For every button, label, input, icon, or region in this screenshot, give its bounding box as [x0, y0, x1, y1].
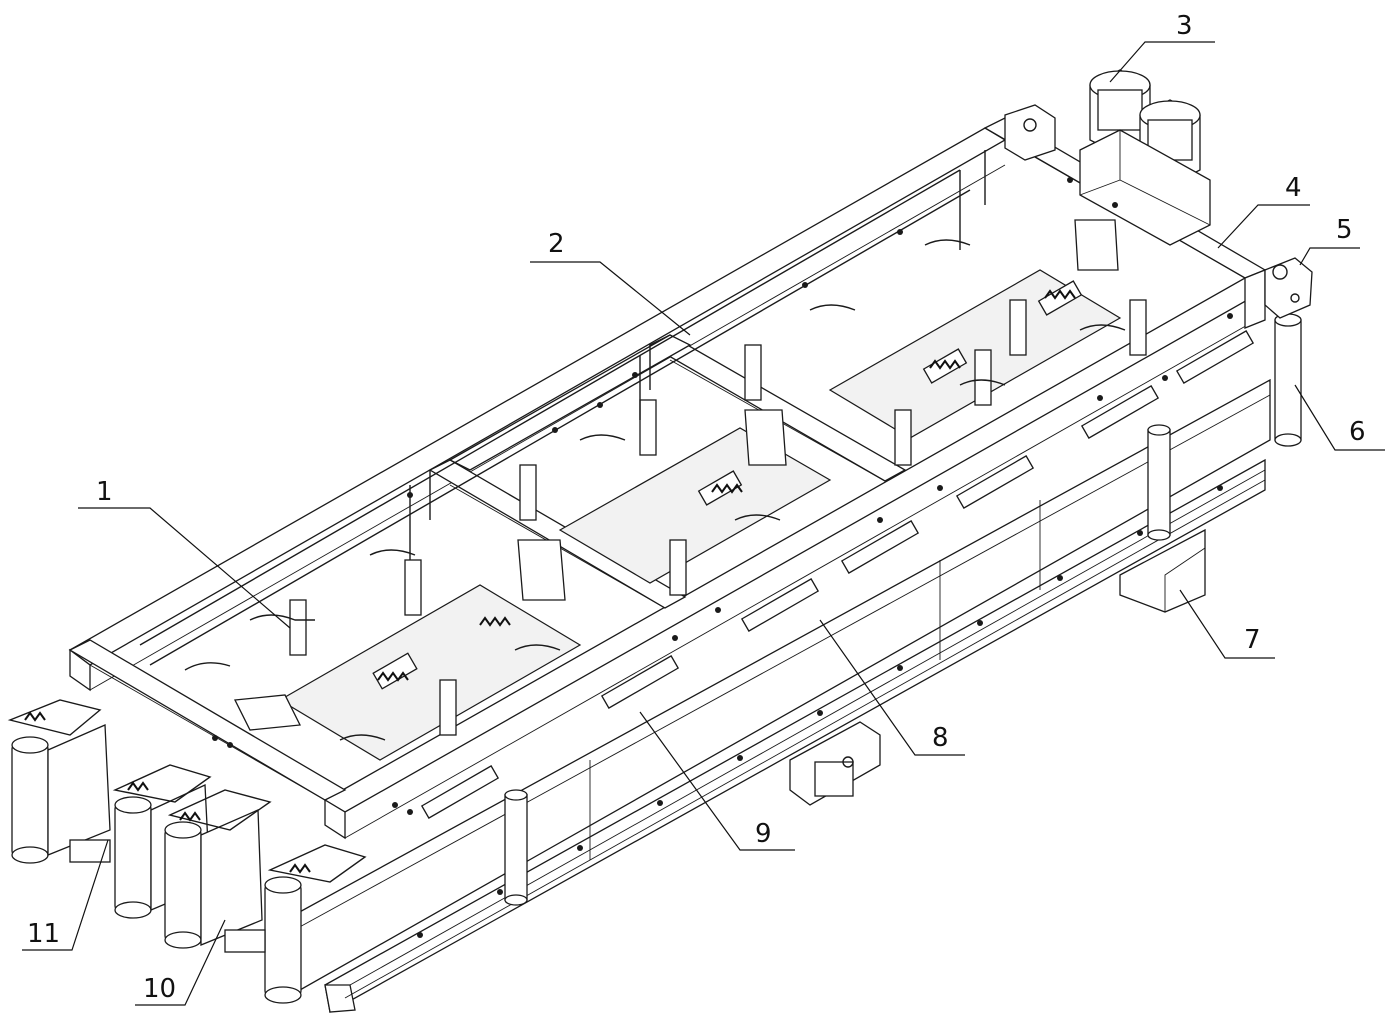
cross-beams: [428, 334, 907, 609]
callout-6: 6: [1349, 417, 1366, 447]
far-corner-blocks: [1004, 104, 1056, 161]
springs: [377, 289, 1076, 682]
callout-2: 2: [548, 229, 565, 259]
callout-9: 9: [755, 819, 772, 849]
brackets: [233, 219, 1119, 731]
callout-7: 7: [1244, 625, 1261, 655]
leader-lines: [22, 41, 1385, 1006]
mechanism-plates: [278, 269, 1122, 761]
frame-bolts: [212, 177, 1233, 815]
motors-3: [1079, 69, 1211, 246]
inner-rollers: [289, 299, 1147, 736]
callout-1: 1: [96, 477, 113, 507]
callout-3: 3: [1176, 11, 1193, 41]
base-rail: [324, 458, 1266, 1014]
side-slots: [420, 330, 1255, 819]
base-rail-holes: [417, 485, 1223, 938]
callout-5: 5: [1336, 215, 1353, 245]
callout-8: 8: [932, 723, 949, 753]
near-end-roller-units: [7, 699, 367, 1004]
bearing-block-5: [1264, 257, 1313, 319]
callout-10: 10: [143, 974, 176, 1004]
cross-tube: [789, 721, 881, 806]
side-rollers: [504, 313, 1302, 906]
callout-4: 4: [1285, 173, 1302, 203]
support-block-7: [1119, 528, 1206, 613]
callout-11: 11: [27, 919, 60, 949]
callout-labels: 1 2 3 4 5 6 7 8 9 10 11: [27, 11, 1366, 1004]
